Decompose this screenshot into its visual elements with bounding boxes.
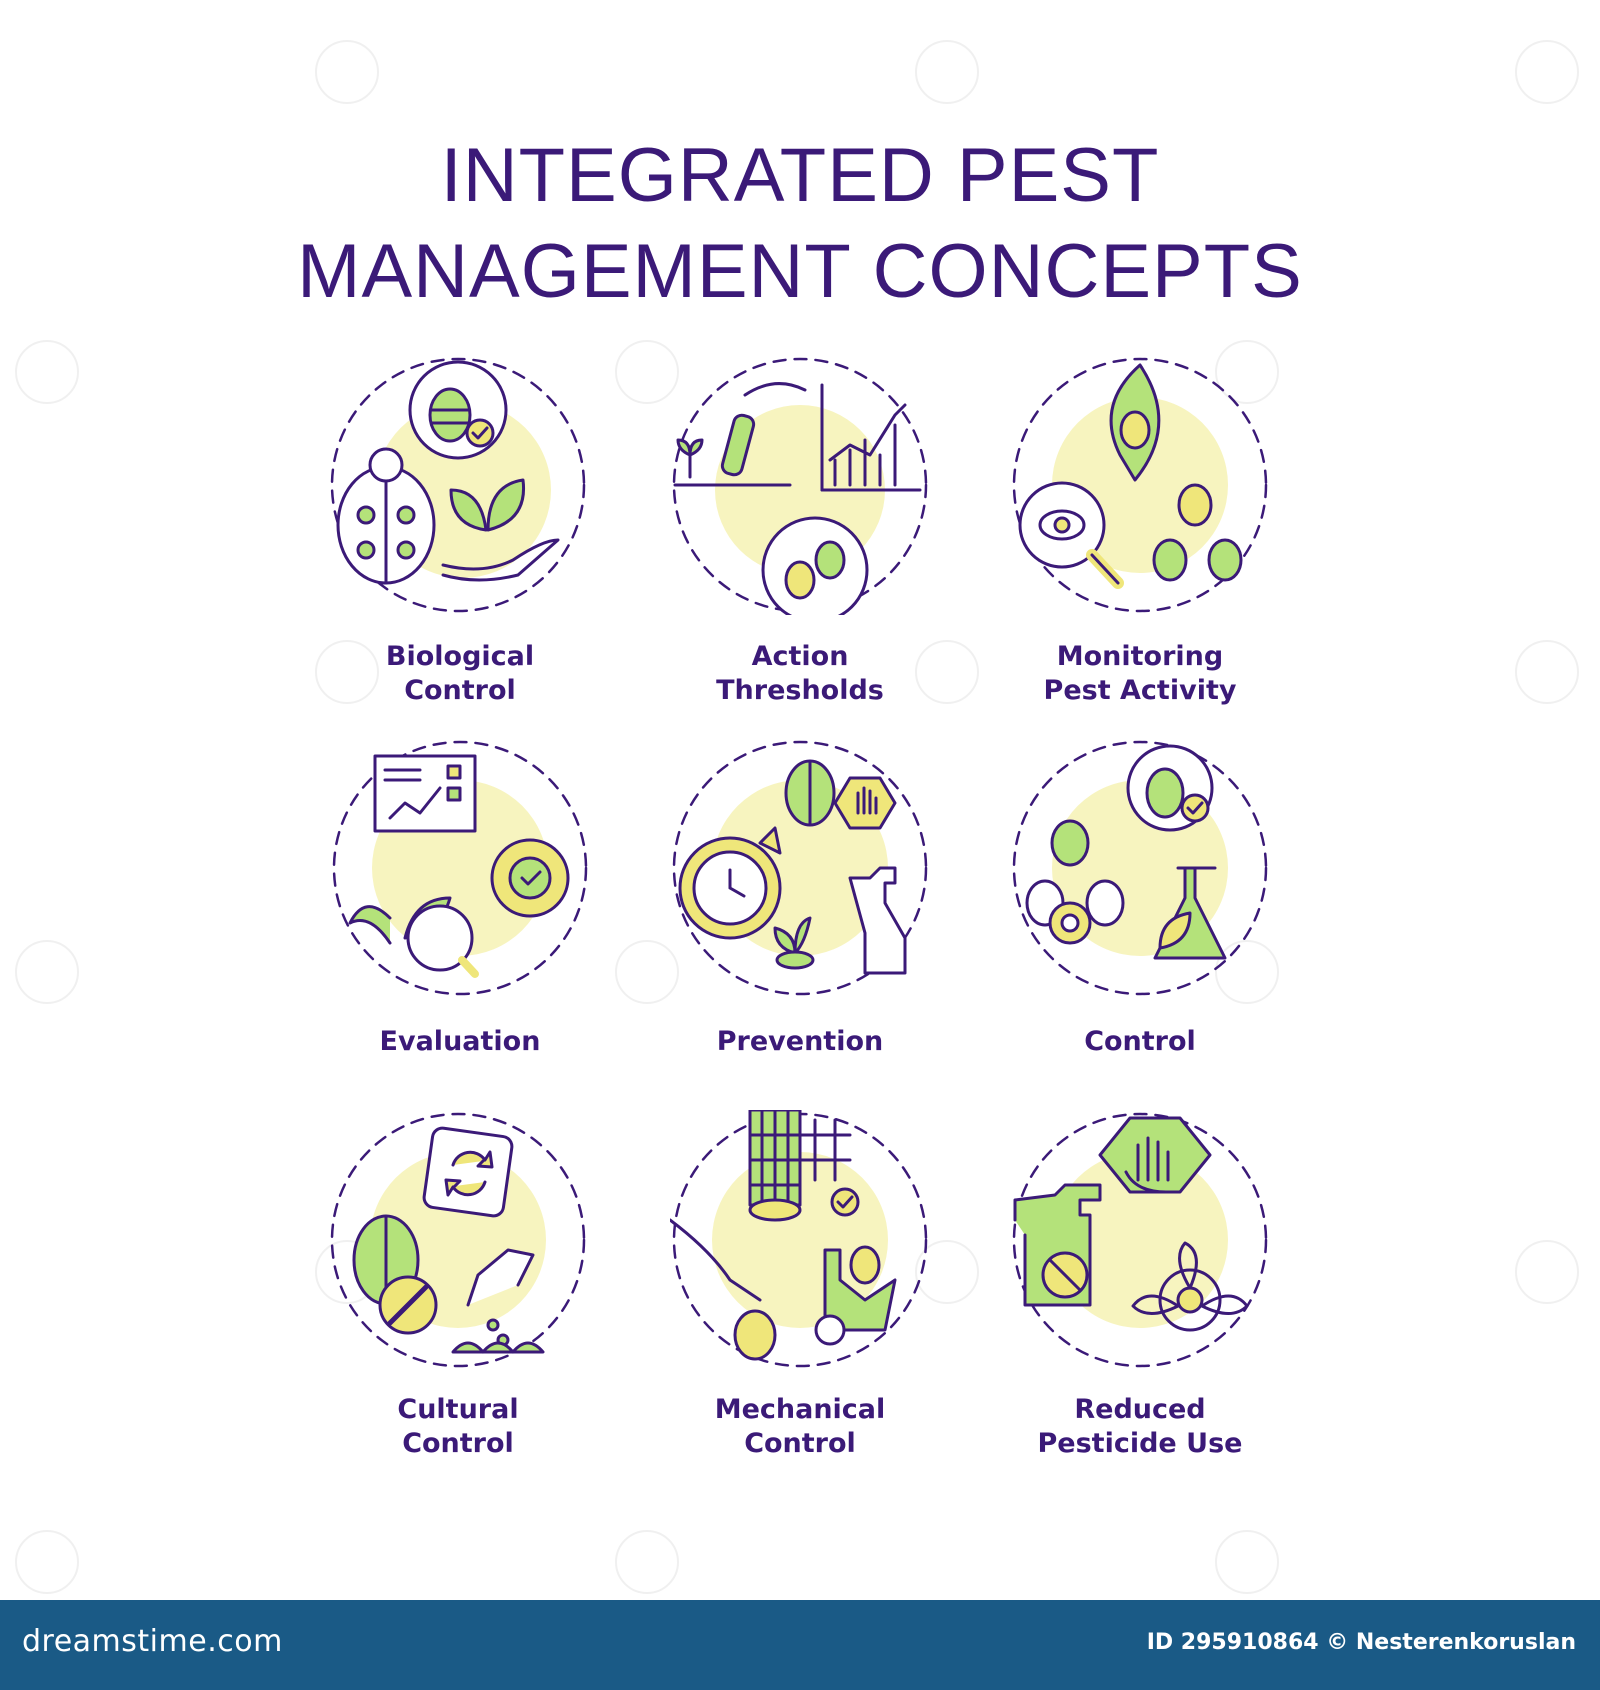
watermark-mark [615,340,679,404]
concept-label-biological-control: Biological Control [385,641,535,706]
watermark-mark [315,640,379,704]
dashboard-gear-seedling-icon [332,740,588,996]
concept-label-cultural-control: Cultural Control [397,1394,519,1459]
concept-label-mechanical-control: Mechanical Control [714,1394,886,1459]
watermark-mark [615,940,679,1004]
footer-credit: ID 295910864 © Nesterenkoruslan [1146,1630,1576,1655]
watermark-mark [1215,940,1279,1004]
concept-label-evaluation: Evaluation [379,1026,541,1057]
page-title: INTEGRATED PEST MANAGEMENT CONCEPTS [0,128,1600,320]
clock-beetle-stop-sprayer-icon [672,740,928,996]
watermark-mark [1215,1530,1279,1594]
concept-label-monitoring-pest-activity: Monitoring Pest Activity [1043,641,1237,706]
beetle-forbidden-rotation-seeds-icon [330,1112,586,1368]
bee-bugs-flask-icon [1012,740,1268,996]
title-line-2: MANAGEMENT CONCEPTS [297,229,1303,314]
watermark-mark [915,640,979,704]
watermark-mark [1515,1240,1579,1304]
concept-label-control: Control [1084,1026,1196,1057]
watermark-mark [915,40,979,104]
footer-brand: dreamstime.com [22,1624,283,1659]
title-line-1: INTEGRATED PEST [440,133,1160,218]
watermark-mark [15,340,79,404]
watermark-mark [615,1530,679,1594]
ladybug-bee-plant-hand-icon [330,357,586,613]
watermark-mark [15,940,79,1004]
watermark-mark [1515,40,1579,104]
soil-test-chart-bugs-icon [672,357,928,615]
watermark-mark [15,1530,79,1594]
watermark-mark [1215,340,1279,404]
concept-label-reduced-pesticide-use: Reduced Pesticide Use [1037,1394,1243,1459]
net-roll-hand-trap-icon [670,1110,928,1368]
concept-label-prevention: Prevention [716,1026,884,1057]
watermark-mark [915,1240,979,1304]
leaf-magnifier-bugs-icon [1012,357,1268,613]
watermark-mark [1515,640,1579,704]
footer-bar: dreamstime.com ID 295910864 © Nesterenko… [0,1600,1600,1690]
watermark-mark [315,40,379,104]
stop-hand-sprayer-biohazard-icon [1012,1112,1268,1368]
concept-label-action-thresholds: Action Thresholds [716,641,884,706]
